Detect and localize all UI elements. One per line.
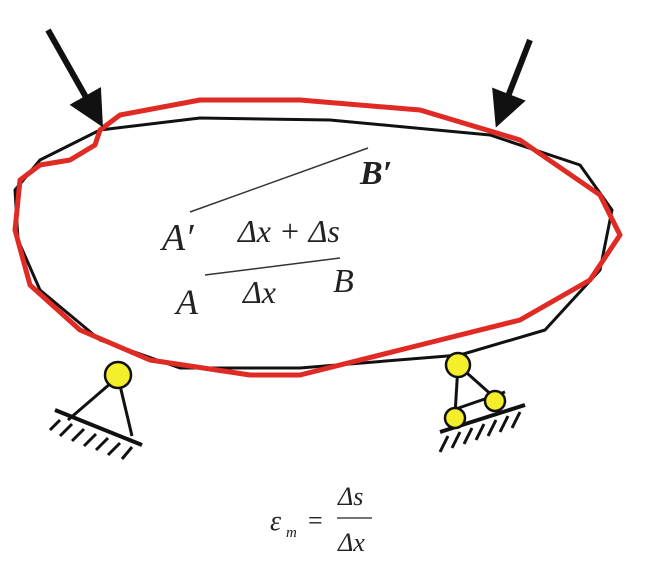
formula-equals: = bbox=[308, 506, 323, 535]
deformed-segment-line bbox=[189, 147, 369, 213]
load-arrow-left bbox=[45, 28, 103, 128]
formula-subscript: m bbox=[286, 525, 297, 541]
formula-numerator: Δs bbox=[337, 482, 363, 511]
strain-formula: ε m = Δs Δx bbox=[270, 482, 372, 557]
pin-support bbox=[48, 360, 143, 460]
deformed-body-outline bbox=[12, 97, 623, 378]
roller-support bbox=[438, 351, 526, 453]
label-b-prime: B′ bbox=[359, 155, 392, 192]
undeformed-body-outline bbox=[13, 116, 614, 370]
label-original-length: Δx bbox=[241, 274, 276, 310]
original-segment-line bbox=[204, 257, 341, 276]
label-a: A bbox=[174, 282, 199, 322]
label-b: B bbox=[333, 263, 354, 300]
label-a-prime: A′ bbox=[159, 217, 194, 259]
formula-denominator: Δx bbox=[337, 528, 365, 557]
formula-epsilon: ε bbox=[270, 506, 281, 537]
load-arrow-right bbox=[492, 38, 533, 128]
label-deformed-length: Δx + Δs bbox=[236, 213, 340, 249]
